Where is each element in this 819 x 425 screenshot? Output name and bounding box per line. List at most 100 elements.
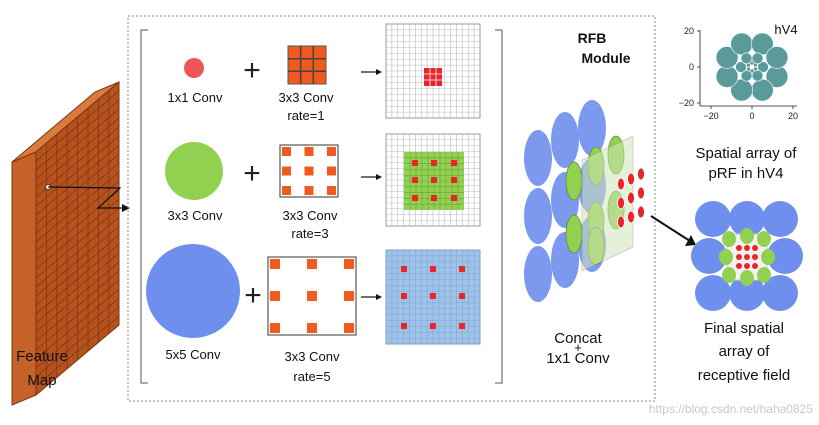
branch-5x5-ellipse — [524, 246, 552, 302]
branch-1x1-ellipse — [627, 172, 635, 186]
hv4-ytick-bottom: −20 — [679, 98, 694, 108]
branch-5x5-ellipse — [524, 188, 552, 244]
prf-middle-dot — [757, 61, 769, 73]
final-red-field — [744, 254, 750, 260]
kernel-cell — [304, 186, 314, 195]
concat-conv-label: 1x1 Conv — [546, 350, 610, 367]
final-red-field — [752, 254, 758, 260]
kernel-cell — [270, 291, 280, 301]
branch-3x3-ellipse — [565, 161, 583, 201]
branch-1x1-ellipse — [627, 191, 635, 205]
kernel-cell — [327, 186, 336, 195]
final-green-field — [740, 270, 754, 286]
prf-inner-dot — [746, 62, 751, 68]
branch-5x5-ellipse — [578, 100, 606, 156]
branch-1x1-ellipse — [617, 196, 625, 210]
final-spatial-array: Final spatial array of receptive field — [691, 201, 803, 384]
branch-2: 3x3 Conv + 3x3 Conv rate=3 — [165, 133, 481, 241]
to-final-arrowhead — [685, 235, 696, 246]
conv-5x5-shape — [146, 244, 240, 338]
sampled-cell — [412, 177, 418, 183]
prf-middle-dot — [735, 61, 747, 73]
prf-outer-dot — [715, 65, 739, 88]
kernel-cell — [304, 166, 314, 176]
final-red-field — [752, 245, 758, 251]
final-red-field — [736, 245, 742, 251]
feature-to-rfb-connector — [47, 186, 122, 209]
watermark: https://blog.csdn.net/haha0825 — [649, 402, 813, 416]
sampled-cell — [451, 177, 457, 183]
kernel-cell — [282, 166, 291, 176]
hv4-caption-line2: pRF in hV4 — [708, 165, 783, 182]
branch-1x1-ellipse — [627, 210, 635, 224]
sampled-cell — [401, 293, 407, 299]
hv4-xtick-mid: 0 — [749, 111, 754, 121]
rfb-title-line1: RFB — [578, 30, 607, 46]
prf-outer-dot — [730, 78, 753, 102]
hv4-caption-line1: Spatial array of — [696, 145, 798, 162]
branch-1-plus: + — [243, 54, 261, 87]
prf-outer-dot — [730, 32, 753, 56]
final-blue-field — [767, 238, 803, 274]
prf-outer-dot — [765, 46, 789, 69]
branch-3-rate-label: rate=5 — [293, 369, 330, 384]
final-red-field — [744, 263, 750, 269]
final-blue-field — [695, 201, 731, 237]
branch-3x3-ellipse — [565, 214, 583, 254]
final-caption-line2: array of — [719, 343, 771, 360]
prf-middle-dot — [740, 69, 753, 82]
kernel-rate-1 — [287, 45, 327, 85]
left-bracket — [140, 29, 148, 384]
sampled-cell — [459, 266, 465, 272]
concat-plus: + — [574, 340, 582, 355]
final-blue-field — [729, 201, 765, 237]
kernel-cell — [282, 186, 291, 195]
receptive-grid-rate-5 — [385, 249, 481, 345]
kernel-cell — [304, 147, 314, 156]
hv4-ytick-mid: 0 — [689, 62, 694, 72]
branch-2-kernel-label: 3x3 Conv — [283, 208, 338, 223]
conv-1x1-shape — [184, 58, 204, 78]
final-red-field — [736, 263, 742, 269]
right-bracket — [495, 29, 503, 384]
kernel-rate-3 — [279, 144, 339, 198]
sampled-cell — [459, 323, 465, 329]
branch-3-conv-label: 5x5 Conv — [166, 347, 221, 362]
prf-inner-dot — [753, 62, 758, 68]
hv4-ytick-top: 20 — [684, 26, 694, 36]
kernel-cell — [344, 291, 354, 301]
sampled-cell — [412, 160, 418, 166]
final-blue-field — [729, 275, 765, 311]
final-green-field — [740, 228, 754, 244]
kernel-cell — [307, 291, 317, 301]
sampled-cell — [430, 293, 436, 299]
branch-1x1-ellipse — [617, 215, 625, 229]
to-final-arrow — [650, 215, 691, 242]
feature-map-label-line1: Feature — [16, 348, 68, 365]
final-blue-field — [691, 238, 727, 274]
branch-1-conv-label: 1x1 Conv — [168, 90, 223, 105]
branch-2-plus: + — [243, 157, 261, 190]
sampled-cell — [401, 323, 407, 329]
final-green-field — [757, 231, 771, 247]
kernel-cell — [307, 259, 317, 269]
final-green-field — [722, 267, 736, 283]
sampled-cell — [459, 293, 465, 299]
hv4-plot: 20 0 −20 −20 0 20 hV4 Spatial array of p… — [679, 22, 798, 182]
hv4-plot-title: hV4 — [774, 22, 797, 37]
sampled-cell — [431, 160, 437, 166]
branch-3-kernel-label: 3x3 Conv — [285, 349, 340, 364]
prf-outer-dot — [715, 46, 739, 69]
branch-3: 5x5 Conv + 3x3 Conv rate=5 — [146, 244, 481, 384]
hv4-xtick-left: −20 — [703, 111, 718, 121]
sampled-cell — [430, 266, 436, 272]
final-red-field — [744, 245, 750, 251]
final-green-field — [722, 231, 736, 247]
concat-plane — [581, 135, 634, 272]
feature-connector-arrowhead — [122, 204, 130, 212]
branch-1x1-ellipse — [617, 177, 625, 191]
branch-1-arrowhead — [376, 69, 382, 75]
kernel-cell — [327, 147, 336, 156]
receptive-grid-rate-3 — [385, 133, 481, 227]
feature-map-label-line2: Map — [27, 372, 56, 389]
